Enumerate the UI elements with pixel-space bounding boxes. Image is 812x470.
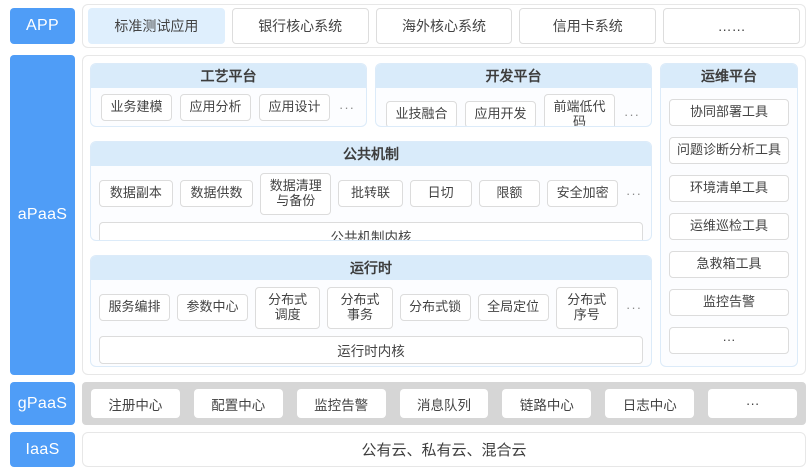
runtime-item-global-positioning[interactable]: 全局定位 <box>477 294 549 322</box>
app-item-standard-test[interactable]: 标准测试应用 <box>88 8 225 44</box>
common-item-data-supply[interactable]: 数据供数 <box>179 180 254 208</box>
ops-item-inspection-tool[interactable]: 运维巡检工具 <box>669 213 789 240</box>
process-item-business-modeling[interactable]: 业务建模 <box>101 94 172 121</box>
panel-dev-platform: 开发平台 业技融合 应用开发 前端低代码 ··· <box>375 63 652 127</box>
common-items-row: 数据副本 数据供数 数据清理 与备份 批转联 日切 限额 安全加密 ··· <box>99 173 643 215</box>
panel-runtime-body: 服务编排 参数中心 分布式 调度 分布式 事务 分布式锁 全局定位 分布式 序号… <box>91 280 651 366</box>
common-item-data-clean-backup[interactable]: 数据清理 与备份 <box>260 173 332 215</box>
dev-item-lowcode[interactable]: 前端低代码 <box>544 94 615 126</box>
panel-runtime: 运行时 服务编排 参数中心 分布式 调度 分布式 事务 分布式锁 全局定位 分布… <box>90 255 652 367</box>
apaas-top-panels: 工艺平台 业务建模 应用分析 应用设计 ··· 开发平台 业技融合 <box>90 63 652 127</box>
ops-item-monitoring-alert[interactable]: 监控告警 <box>669 289 789 316</box>
runtime-item-distributed-lock[interactable]: 分布式锁 <box>399 294 471 322</box>
runtime-item-distributed-scheduling[interactable]: 分布式 调度 <box>255 287 321 329</box>
dev-item-biztech-fusion[interactable]: 业技融合 <box>386 101 457 126</box>
ellipsis: ··· <box>339 99 355 115</box>
runtime-items-row: 服务编排 参数中心 分布式 调度 分布式 事务 分布式锁 全局定位 分布式 序号… <box>99 287 643 329</box>
dev-item-app-dev[interactable]: 应用开发 <box>465 101 536 126</box>
apaas-left-column: 工艺平台 业务建模 应用分析 应用设计 ··· 开发平台 业技融合 <box>90 63 652 367</box>
layer-label-gpaas: gPaaS <box>10 382 75 425</box>
gpaas-item-registry-center[interactable]: 注册中心 <box>91 389 180 418</box>
app-item-bank-core[interactable]: 银行核心系统 <box>231 8 369 44</box>
gpaas-item-more[interactable]: ··· <box>708 389 798 418</box>
panel-ops-title: 运维平台 <box>661 64 797 88</box>
ellipsis: ··· <box>624 107 640 123</box>
ops-item-collab-deploy-tool[interactable]: 协同部署工具 <box>669 99 789 126</box>
gpaas-item-trace-center[interactable]: 链路中心 <box>502 389 592 418</box>
panel-ops-platform: 运维平台 协同部署工具 问题诊断分析工具 环境清单工具 运维巡检工具 急救箱工具… <box>660 63 798 367</box>
panel-runtime-title: 运行时 <box>91 256 651 280</box>
ellipsis: ··· <box>626 300 643 316</box>
ellipsis: ··· <box>626 186 643 202</box>
ops-item-first-aid-kit-tool[interactable]: 急救箱工具 <box>669 251 789 278</box>
iaas-layer-row: IaaS 公有云、私有云、混合云 <box>10 432 806 467</box>
panel-dev-title: 开发平台 <box>376 64 651 88</box>
panel-process-body: 业务建模 应用分析 应用设计 ··· <box>91 88 366 126</box>
process-item-app-analysis[interactable]: 应用分析 <box>180 94 251 121</box>
layer-label-apaas: aPaaS <box>10 55 75 375</box>
runtime-item-parameter-center[interactable]: 参数中心 <box>177 294 248 322</box>
apaas-content: 工艺平台 业务建模 应用分析 应用设计 ··· 开发平台 业技融合 <box>82 55 806 375</box>
panel-dev-body: 业技融合 应用开发 前端低代码 ··· <box>376 88 651 126</box>
app-item-credit-card[interactable]: 信用卡系统 <box>519 8 657 44</box>
ops-item-env-inventory-tool[interactable]: 环境清单工具 <box>669 175 789 202</box>
gpaas-item-monitoring-alert[interactable]: 监控告警 <box>296 389 386 418</box>
app-item-more[interactable]: …… <box>663 8 800 44</box>
iaas-clouds-text: 公有云、私有云、混合云 <box>82 432 806 467</box>
panel-common-title: 公共机制 <box>91 142 651 166</box>
layer-label-iaas: IaaS <box>10 432 75 467</box>
common-item-day-cut[interactable]: 日切 <box>409 180 472 208</box>
ops-item-more[interactable]: ··· <box>669 327 789 354</box>
gpaas-items-container: 注册中心 配置中心 监控告警 消息队列 链路中心 日志中心 ··· <box>82 382 806 425</box>
layer-label-app: APP <box>10 8 75 44</box>
panel-ops-body: 协同部署工具 问题诊断分析工具 环境清单工具 运维巡检工具 急救箱工具 监控告警… <box>661 88 797 366</box>
panel-common-body: 数据副本 数据供数 数据清理 与备份 批转联 日切 限额 安全加密 ··· 公共… <box>91 166 651 240</box>
runtime-kernel-bar[interactable]: 运行时内核 <box>99 335 643 364</box>
runtime-item-distributed-sequence[interactable]: 分布式 序号 <box>555 287 619 329</box>
gpaas-layer-row: gPaaS 注册中心 配置中心 监控告警 消息队列 链路中心 日志中心 ··· <box>10 382 806 425</box>
apaas-layer-row: aPaaS 工艺平台 业务建模 应用分析 应用设计 ··· <box>10 55 806 375</box>
runtime-item-service-orchestration[interactable]: 服务编排 <box>99 294 170 322</box>
gpaas-item-log-center[interactable]: 日志中心 <box>605 389 695 418</box>
common-item-batch-link[interactable]: 批转联 <box>338 180 403 208</box>
common-kernel-bar[interactable]: 公共机制内核 <box>99 221 643 240</box>
panel-common-mechanism: 公共机制 数据副本 数据供数 数据清理 与备份 批转联 日切 限额 安全加密 ·… <box>90 141 652 241</box>
app-layer-row: APP 标准测试应用 银行核心系统 海外核心系统 信用卡系统 …… <box>10 4 806 48</box>
common-item-quota[interactable]: 限额 <box>478 180 541 208</box>
ops-item-problem-diagnosis-tool[interactable]: 问题诊断分析工具 <box>669 137 789 164</box>
app-item-overseas-core[interactable]: 海外核心系统 <box>375 8 513 44</box>
panel-process-platform: 工艺平台 业务建模 应用分析 应用设计 ··· <box>90 63 367 127</box>
gpaas-item-message-queue[interactable]: 消息队列 <box>399 389 489 418</box>
common-item-security-encryption[interactable]: 安全加密 <box>547 180 619 208</box>
panel-process-title: 工艺平台 <box>91 64 366 88</box>
common-item-data-replica[interactable]: 数据副本 <box>99 180 173 208</box>
process-item-app-design[interactable]: 应用设计 <box>259 94 330 121</box>
app-items-container: 标准测试应用 银行核心系统 海外核心系统 信用卡系统 …… <box>82 4 806 48</box>
gpaas-item-config-center[interactable]: 配置中心 <box>193 389 283 418</box>
runtime-item-distributed-transaction[interactable]: 分布式 事务 <box>327 287 393 329</box>
